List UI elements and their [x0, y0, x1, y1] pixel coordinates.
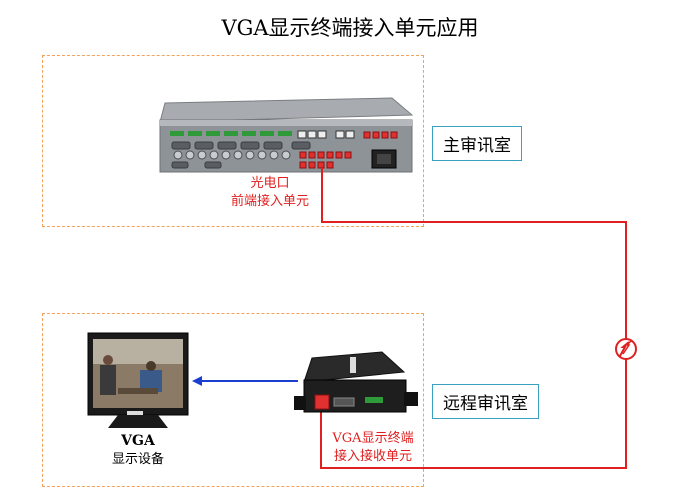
remote-room-label: 远程审讯室 [432, 384, 539, 419]
receiver-unit [294, 351, 418, 413]
vga-monitor [87, 332, 189, 428]
receiver-label-line1: VGA显示终端 [332, 431, 414, 446]
front-end-unit [159, 97, 414, 173]
monitor-label-line1: VGA [121, 433, 155, 449]
main-room-zone [42, 55, 424, 227]
receiver-label: VGA显示终端 接入接收单元 [318, 430, 428, 466]
vga-arrowhead [192, 376, 202, 386]
receiver-label-line2: 接入接收单元 [333, 449, 412, 464]
front-end-label-line2: 前端接入单元 [230, 194, 309, 209]
fiber-link [320, 168, 627, 469]
diagram-title: VGA显示终端接入单元应用 [221, 16, 479, 40]
monitor-label-line2: 显示设备 [111, 452, 164, 467]
main-room-label: 主审讯室 [432, 126, 522, 161]
front-end-label-line1: 光电口 [250, 176, 290, 191]
fiber-symbol [615, 338, 637, 360]
monitor-label: VGA 显示设备 [88, 432, 188, 469]
remote-room-zone [42, 313, 424, 487]
front-end-label: 光电口 前端接入单元 [225, 175, 315, 211]
